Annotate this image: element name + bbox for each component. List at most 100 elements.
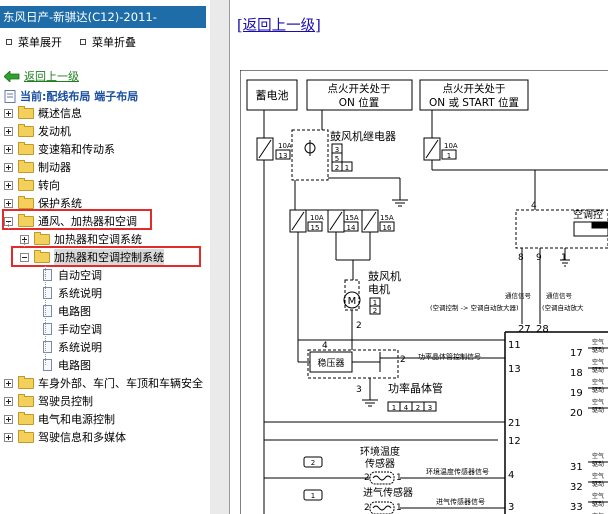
document-icon [4,89,16,103]
tree-item-label: 电气和电源控制 [38,413,115,426]
fuse-symbol [256,137,274,161]
collapse-menu-button[interactable]: 菜单折叠 [80,34,136,50]
wire-label: 2 [356,321,362,331]
tree-item-electrical[interactable]: 电气和电源控制 [4,410,115,428]
tree-item-label: 车身外部、车门、车顶和车辆安全 [38,377,203,390]
return-link[interactable]: [返回上一级] [237,18,321,34]
sensor-pin: 1 [311,492,315,500]
edge-text: 空气 [592,338,604,346]
wiring-diagram: 蓄电池 点火开关处于 ON 位置 点火开关处于 ON 或 START 位置 10… [240,70,608,514]
amp-pin: 12 [508,436,521,447]
fuse-rating: 15A [345,214,359,222]
current-location: 当前:配线布局 端子布局 [4,88,138,104]
motor-letter: M [348,296,357,307]
tree-item-label: 系统说明 [58,287,102,300]
fuse-rating: 10A [310,214,324,222]
back-link-label: 返回上一级 [24,70,79,83]
tree-item-label: 发动机 [38,125,71,138]
expand-icon[interactable] [4,198,13,208]
tree-item-driver-controls[interactable]: 驾驶员控制 [4,392,93,410]
ignition-start-box [419,79,529,111]
tree-item-wiring-diagram[interactable]: 电路图 [40,302,91,320]
amp-pin: 11 [508,340,521,351]
stabilizer-label: 稳压器 [317,357,344,369]
back-link[interactable]: 返回上一级 [4,68,79,84]
tree-item-system-description[interactable]: 系统说明 [40,284,102,302]
tree-item-manual-ac[interactable]: 手动空调 [40,320,102,338]
collapse-icon[interactable] [20,252,29,262]
tree-item-body-exterior[interactable]: 车身外部、车门、车顶和车辆安全 [4,374,203,392]
page-icon [43,269,52,281]
motor-pin: 2 [373,307,377,315]
folder-icon [18,195,34,209]
expand-icon[interactable] [4,126,13,136]
tree-item-wiring-diagram-2[interactable]: 电路图 [40,356,91,374]
expand-icon[interactable] [4,108,13,118]
ignition-start-label-2: ON 或 START 位置 [429,96,519,109]
tree-item-auto-ac[interactable]: 自动空调 [40,266,102,284]
navigation-panel: 东风日产-新骐达(C12)-2011- 菜单展开 菜单折叠 返回上一级 当前:配… [0,0,211,514]
tree-item-protection[interactable]: 保护系统 [4,194,82,212]
relay-pin: 5 [335,155,339,163]
square-icon [80,39,86,45]
comm-signal-label: 通信信号 [505,291,532,300]
tree-item-system-description-2[interactable]: 系统说明 [40,338,102,356]
tree-item-label: 制动器 [38,161,71,174]
pt-signal-label: 功率晶体管控制信号 [418,352,481,361]
amp-right-pin: 32 [570,482,583,493]
folder-open-icon [34,249,50,263]
expand-icon[interactable] [4,180,13,190]
tree-item-label: 通风、加热器和空调 [38,215,137,228]
tree-item-heater-ac-control[interactable]: 加热器和空调控制系统 [20,248,164,266]
wire-label: 3 [356,385,362,395]
expand-icon[interactable] [4,432,13,442]
tree-guide-lines [8,222,46,365]
folder-icon [18,375,34,389]
edge-text: 空气 [592,452,604,460]
edge-text: 空气 [592,378,604,386]
ignition-on-label-1: 点火开关处于 [328,82,391,95]
expand-icon[interactable] [4,396,13,406]
amp-pin: 4 [508,470,514,481]
tree-item-brakes[interactable]: 制动器 [4,158,71,176]
expand-icon[interactable] [4,414,13,424]
square-icon [6,39,12,45]
expand-menu-button[interactable]: 菜单展开 [6,34,62,50]
edge-text: 驱动 [592,347,604,354]
expand-icon[interactable] [4,378,13,388]
expand-icon[interactable] [4,144,13,154]
tree-item-steering[interactable]: 转向 [4,176,60,194]
tree-item-heater-ac-system[interactable]: 加热器和空调系统 [20,230,142,248]
fuse-number: 14 [347,224,356,232]
fuse-number: 16 [383,224,392,232]
tree-item-label: 加热器和空调系统 [54,233,142,246]
tree-item-label: 电路图 [58,359,91,372]
tree-item-label: 保护系统 [38,197,82,210]
ignition-start-label-1: 点火开关处于 [443,82,506,95]
tree-item-hvac[interactable]: 通风、加热器和空调 [4,212,137,230]
comm-direction-label-2: (空调自动放大 [542,303,584,312]
expand-menu-label: 菜单展开 [18,36,62,49]
tree-item-engine[interactable]: 发动机 [4,122,71,140]
amp-right-pin: 20 [570,408,583,419]
motor-symbol [343,291,361,309]
ambient-sensor-label-2: 传感器 [365,457,395,470]
tree-item-label: 电路图 [58,305,91,318]
folder-open-icon [18,213,34,227]
intake-signal-label: 进气传感器信号 [436,497,485,506]
edge-text: 空气 [592,492,604,500]
tree-item-label: 驾驶员控制 [38,395,93,408]
tree-item-overview[interactable]: 概述信息 [4,104,82,122]
tree-item-transmission[interactable]: 变速箱和传动系 [4,140,115,158]
motor-pin: 1 [373,299,377,307]
collapse-menu-label: 菜单折叠 [92,36,136,49]
splitter-bar[interactable] [210,0,230,514]
folder-icon [18,411,34,425]
edge-text: 驱动 [592,407,604,414]
ambient-signal-label: 环境温度传感器信号 [426,467,489,476]
tree-item-driver-info[interactable]: 驾驶信息和多媒体 [4,428,126,446]
expand-icon[interactable] [4,162,13,172]
ignition-on-box [306,79,413,111]
fuse-number-box [275,149,291,160]
tree-item-label: 概述信息 [38,107,82,120]
